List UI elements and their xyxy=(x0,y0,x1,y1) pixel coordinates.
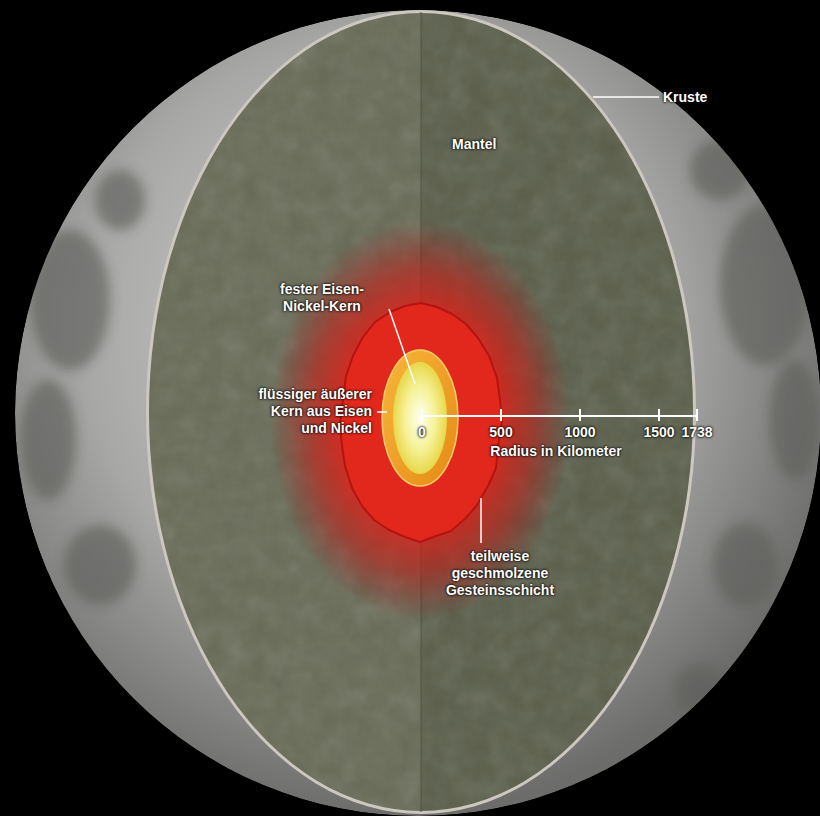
layer-label: flüssiger äußerer Kern aus Eisen und Nic… xyxy=(254,386,372,437)
outer-core xyxy=(382,350,458,486)
scale-number: 500 xyxy=(489,424,512,441)
layer-label: Kruste xyxy=(663,89,707,106)
axis-label: Radius in Kilometer xyxy=(490,443,621,460)
scale-number: 0 xyxy=(418,424,426,441)
inner-core xyxy=(393,362,447,474)
scale-number: 1738 xyxy=(681,424,712,441)
layer-label: teilweise geschmolzene Gesteinsschicht xyxy=(442,548,558,599)
scale-number: 1000 xyxy=(564,424,595,441)
leader-lines xyxy=(377,97,659,543)
mantle xyxy=(140,0,711,816)
layer-label: Mantel xyxy=(452,136,496,153)
radius-scale xyxy=(422,409,697,421)
scale-number: 1500 xyxy=(643,424,674,441)
layer-label: fester Eisen-Nickel-Kern xyxy=(260,281,384,315)
